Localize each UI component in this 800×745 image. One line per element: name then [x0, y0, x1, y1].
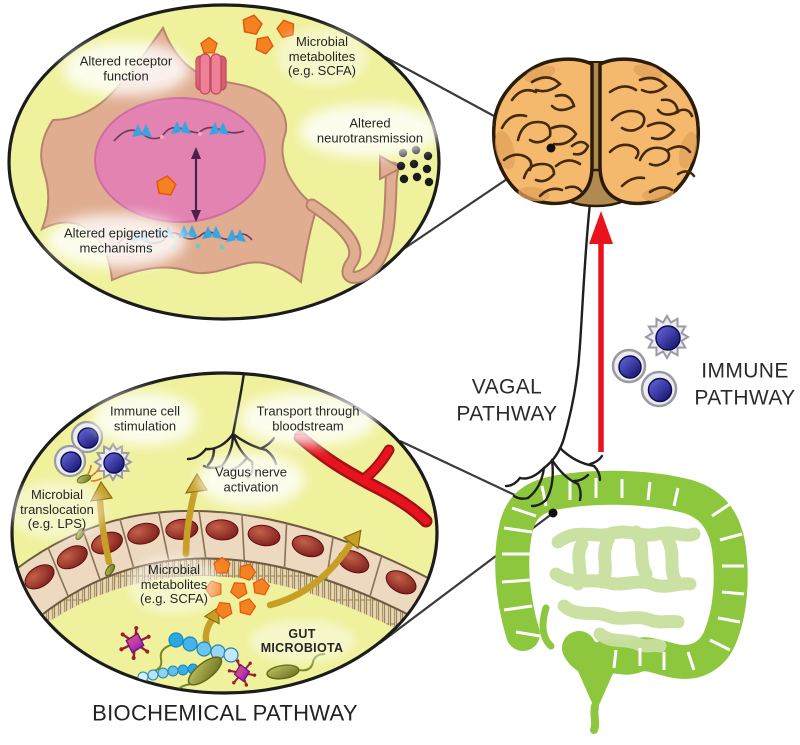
brain-gyri — [500, 76, 696, 198]
label-microbial-translocation: Microbial translocation (e.g. LPS) — [16, 487, 98, 533]
rectum-shape — [574, 662, 618, 712]
label-vagal-pathway: VAGAL PATHWAY — [456, 375, 558, 426]
colon-haustra-lines — [501, 478, 745, 671]
epigenetic-double-arrow — [191, 147, 201, 222]
gut-microbiota-icons — [113, 621, 326, 692]
label-gut-microbiota: GUT MICROBIOTA — [256, 626, 348, 656]
gut-callout-dot — [548, 508, 558, 518]
label-altered-neurotransmission: Altered neurotransmission — [310, 115, 430, 147]
chromatin-open — [113, 121, 245, 142]
ascending-red-arrow — [589, 211, 613, 452]
lps-bacterium-icon — [76, 464, 103, 484]
label-altered-epigenetic-mechanisms: Altered epigenetic mechanisms — [57, 225, 175, 257]
label-transport-through-bloodstream: Transport through bloodstream — [250, 403, 366, 435]
label-microbial-metabolites-top: Microbial metabolites (e.g. SCFA) — [284, 34, 360, 80]
membrane-receptor-icon — [195, 53, 227, 95]
neurotransmitter-dots — [396, 145, 434, 187]
neuron-cell-illustration — [40, 25, 404, 284]
label-immune-pathway: IMMUNE PATHWAY — [694, 359, 796, 410]
label-altered-receptor-function: Altered receptor function — [73, 53, 179, 85]
rod-bacterium-icon — [187, 656, 223, 686]
brain-callout-dot — [546, 143, 556, 153]
brain-illustration — [491, 57, 701, 208]
epithelial-nuclei — [24, 518, 417, 595]
blood-vessel-icon — [293, 430, 433, 528]
gut-immune-cells-icon — [53, 420, 132, 484]
neuron-nucleus — [94, 97, 266, 223]
cocci-chain-icon — [137, 663, 199, 683]
cell-borders — [47, 510, 383, 597]
rod-bacterium-icon — [266, 664, 300, 680]
vagus-nerve-icon — [504, 201, 604, 508]
label-microbial-metabolites-gut: Microbial metabolites (e.g. SCFA) — [136, 562, 212, 608]
label-vagus-nerve-activation: Vagus nerve activation — [208, 464, 294, 496]
small-intestine-loops — [549, 525, 701, 653]
immune-cells-icon — [611, 315, 689, 408]
translocating-bacteria — [75, 527, 116, 577]
synapse-terminal — [379, 154, 404, 181]
gut-panel — [10, 371, 439, 695]
label-immune-cell-stimulation: Immune cell stimulation — [103, 403, 187, 435]
intestine-illustration — [495, 470, 748, 734]
neuron-panel — [7, 3, 441, 321]
label-biochemical-pathway: BIOCHEMICAL PATHWAY — [92, 700, 358, 726]
